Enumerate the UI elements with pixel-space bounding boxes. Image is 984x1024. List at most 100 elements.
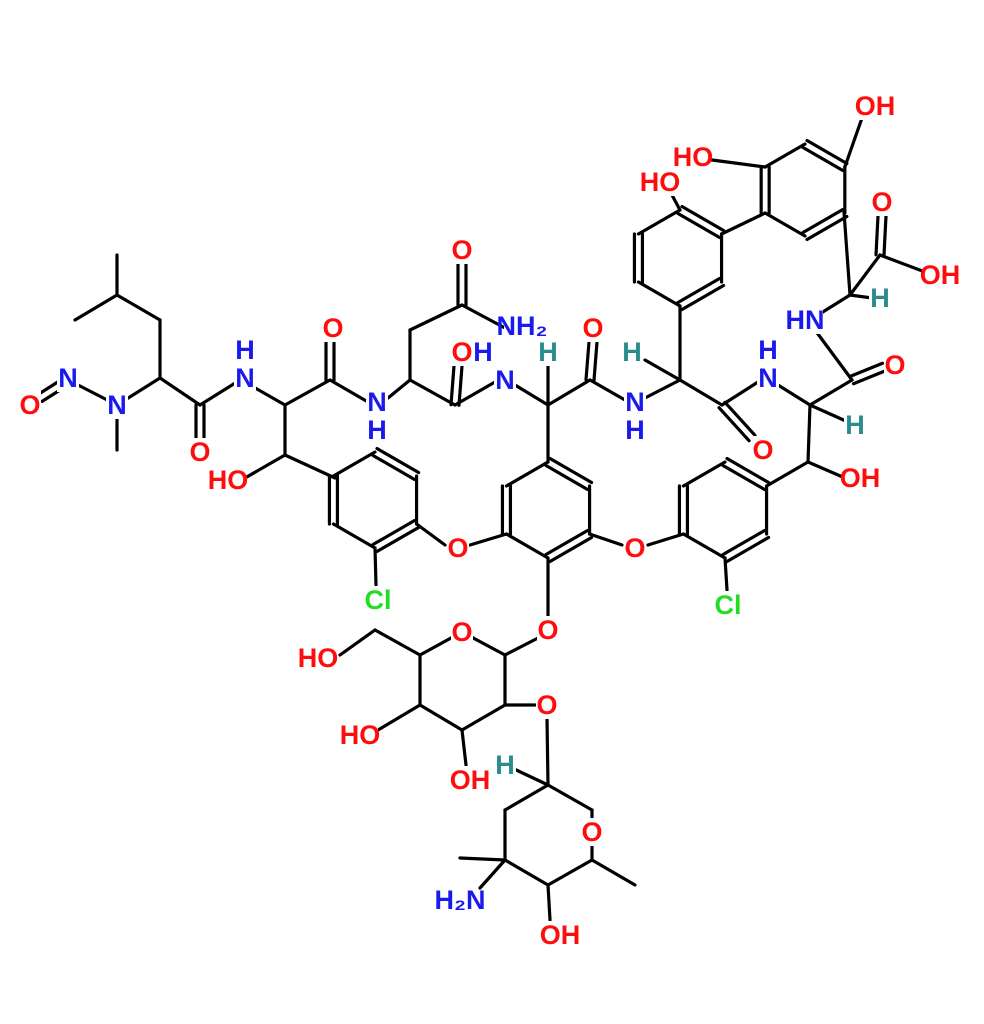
label-mask xyxy=(366,416,388,444)
bond xyxy=(371,518,417,547)
atom-label-n: N xyxy=(235,363,255,393)
bond xyxy=(504,532,550,560)
label-mask xyxy=(494,751,516,779)
label-mask xyxy=(452,766,488,794)
bond xyxy=(375,525,421,554)
bond xyxy=(503,783,550,812)
bond xyxy=(805,138,849,166)
bond xyxy=(808,378,854,407)
label-mask xyxy=(447,534,469,562)
bond xyxy=(676,211,722,240)
bond xyxy=(721,528,767,557)
label-mask xyxy=(19,391,41,419)
atom-label-n: H xyxy=(367,415,387,445)
label-mask xyxy=(857,92,893,120)
label-mask xyxy=(234,336,256,364)
bond xyxy=(588,378,627,402)
bond xyxy=(545,716,550,787)
atom-label-o: O xyxy=(19,390,40,420)
label-mask xyxy=(710,591,746,619)
atom-label-n: N xyxy=(58,363,78,393)
label-mask xyxy=(624,416,646,444)
label-mask xyxy=(494,366,516,394)
bond xyxy=(848,253,882,297)
bond xyxy=(36,379,62,397)
bond xyxy=(816,293,852,317)
atom-label-o: O xyxy=(447,533,468,563)
atom-label-o: OH xyxy=(855,91,896,121)
bond xyxy=(408,303,464,332)
bond xyxy=(723,556,729,592)
bond xyxy=(681,460,727,488)
atom-label-o: O xyxy=(189,437,210,467)
bond xyxy=(510,766,550,787)
bond xyxy=(842,210,852,297)
label-mask xyxy=(842,464,878,492)
bond xyxy=(874,214,880,257)
bond xyxy=(848,361,885,378)
atom-label-o: O xyxy=(752,435,773,465)
bond xyxy=(386,378,412,400)
atom-label-o: HO xyxy=(298,643,339,673)
atom-label-o: O xyxy=(871,187,892,217)
atom-label-n: H xyxy=(758,335,778,365)
bond xyxy=(453,380,497,407)
atom-label-o: OH xyxy=(920,260,961,290)
bond xyxy=(283,378,332,407)
label-mask xyxy=(322,314,344,342)
label-mask xyxy=(342,721,378,749)
label-mask xyxy=(624,534,646,562)
label-mask xyxy=(869,284,891,312)
label-mask xyxy=(234,364,256,392)
bond xyxy=(725,456,771,485)
bonds xyxy=(36,116,927,922)
bond xyxy=(764,460,810,488)
label-mask xyxy=(844,411,866,439)
label-mask xyxy=(752,436,774,464)
label-mask xyxy=(675,143,711,171)
label-mask xyxy=(442,886,478,914)
label-mask xyxy=(57,364,79,392)
label-mask xyxy=(642,168,678,196)
label-mask xyxy=(451,236,473,264)
label-mask xyxy=(451,618,473,646)
bond xyxy=(460,728,468,767)
bond xyxy=(678,378,724,407)
atom-label-o: HO xyxy=(673,142,714,172)
atom-label-o: OH xyxy=(840,463,881,493)
bond xyxy=(636,280,682,308)
bond xyxy=(719,211,767,236)
bond xyxy=(643,378,682,400)
atom-label-cl: Cl xyxy=(715,590,742,620)
label-mask xyxy=(621,338,643,366)
bond xyxy=(546,783,594,812)
label-mask xyxy=(787,306,823,334)
label-mask xyxy=(472,338,494,366)
bond xyxy=(717,406,751,443)
atom-label-o: O xyxy=(884,350,905,380)
atom-label-n: HN xyxy=(786,305,825,335)
bond xyxy=(158,376,202,407)
bond xyxy=(457,364,464,407)
bond xyxy=(331,522,377,550)
bond xyxy=(763,211,807,238)
atom-label-n: N xyxy=(107,390,127,420)
label-mask xyxy=(542,921,578,949)
bond xyxy=(882,214,888,257)
bond xyxy=(373,546,378,587)
bond xyxy=(115,293,162,322)
bond xyxy=(546,378,592,407)
bond xyxy=(458,856,507,862)
label-mask xyxy=(366,388,388,416)
label-mask xyxy=(300,644,336,672)
atom-label-n: H xyxy=(625,415,645,445)
bond xyxy=(546,858,594,887)
atom-label-o: HO xyxy=(340,720,381,750)
bond xyxy=(763,142,807,169)
bond xyxy=(544,528,590,557)
atom-label-o: O xyxy=(581,817,602,847)
bond xyxy=(408,378,457,407)
label-mask xyxy=(189,438,211,466)
bond xyxy=(681,532,727,560)
